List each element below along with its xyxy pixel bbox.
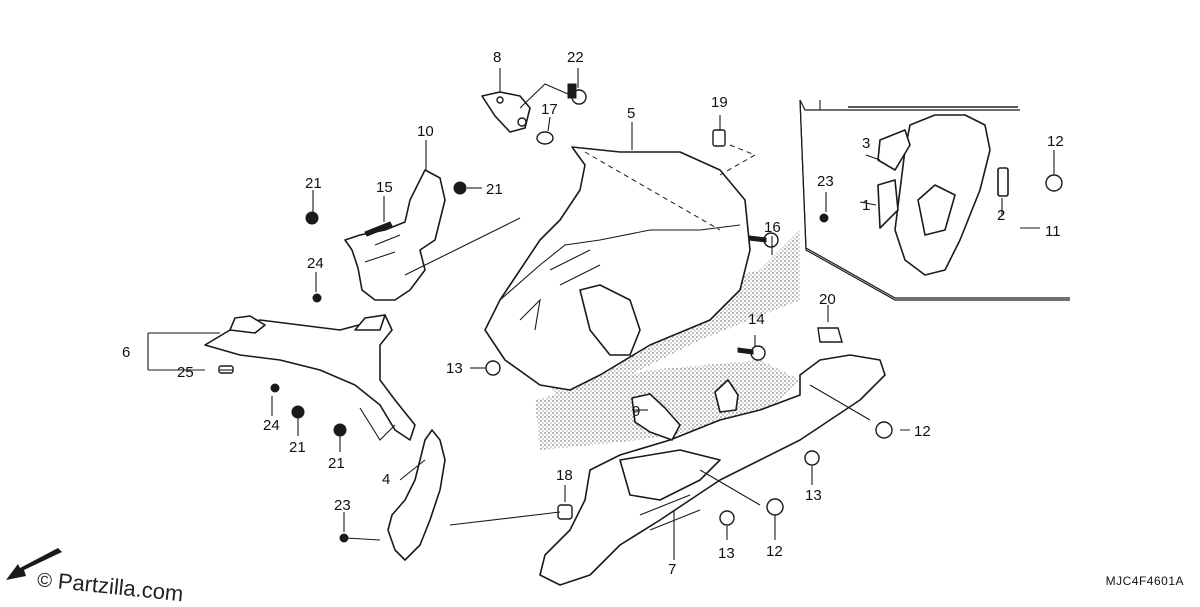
callout-12-c: 12 xyxy=(766,543,783,560)
leader-lines xyxy=(147,68,1055,560)
part-1 xyxy=(877,179,899,229)
callout-21-a: 21 xyxy=(305,175,322,192)
callout-13-a: 13 xyxy=(446,360,463,377)
part-4-side-duct xyxy=(387,429,446,561)
callout-12-b: 12 xyxy=(914,423,931,440)
callout-16: 16 xyxy=(764,219,781,236)
callout-24-b: 24 xyxy=(263,417,280,434)
part-3 xyxy=(877,129,911,171)
callout-18: 18 xyxy=(556,467,573,484)
callout-labels: 8 22 17 5 19 10 21 15 21 24 6 25 24 21 2… xyxy=(122,49,1064,578)
callout-12-a: 12 xyxy=(1047,133,1064,150)
part-5-main-cowl xyxy=(484,146,751,391)
callout-1: 1 xyxy=(862,197,870,214)
callout-17: 17 xyxy=(541,101,558,118)
diagram-reference-code: MJC4F4601A xyxy=(1105,574,1184,588)
callout-9: 9 xyxy=(632,403,640,420)
callout-10: 10 xyxy=(417,123,434,140)
callout-7: 7 xyxy=(668,561,676,578)
callout-22: 22 xyxy=(567,49,584,66)
callout-23-b: 23 xyxy=(817,173,834,190)
callout-13-c: 13 xyxy=(718,545,735,562)
part-8-stay-plate xyxy=(481,91,531,133)
part-9-bracket xyxy=(631,393,681,441)
callout-21-b: 21 xyxy=(486,181,503,198)
callout-11: 11 xyxy=(1045,223,1061,240)
part-2 xyxy=(997,167,1009,197)
callout-15: 15 xyxy=(376,179,393,196)
fasteners xyxy=(218,83,1063,543)
callout-3: 3 xyxy=(862,135,870,152)
callout-23-a: 23 xyxy=(334,497,351,514)
callout-21-c: 21 xyxy=(289,439,306,456)
callout-5: 5 xyxy=(627,105,635,122)
callout-6: 6 xyxy=(122,344,130,361)
callout-2: 2 xyxy=(997,207,1005,224)
callout-19: 19 xyxy=(711,94,728,111)
callout-21-d: 21 xyxy=(328,455,345,472)
callout-20: 20 xyxy=(819,291,836,308)
undercowl-shading xyxy=(535,360,800,450)
callout-13-b: 13 xyxy=(805,487,822,504)
callout-4: 4 xyxy=(382,471,390,488)
copyright-symbol: © xyxy=(36,569,54,593)
callout-24-a: 24 xyxy=(307,255,324,272)
callout-8: 8 xyxy=(493,49,501,66)
inset-box-part-11 xyxy=(799,99,1070,301)
callout-14: 14 xyxy=(748,311,765,328)
part-6-inner-panel xyxy=(204,314,416,441)
callout-25: 25 xyxy=(177,364,194,381)
arrow-left-down-icon xyxy=(6,548,62,580)
part-7-under-cowl xyxy=(539,354,886,586)
part-10-bracket xyxy=(344,169,446,301)
